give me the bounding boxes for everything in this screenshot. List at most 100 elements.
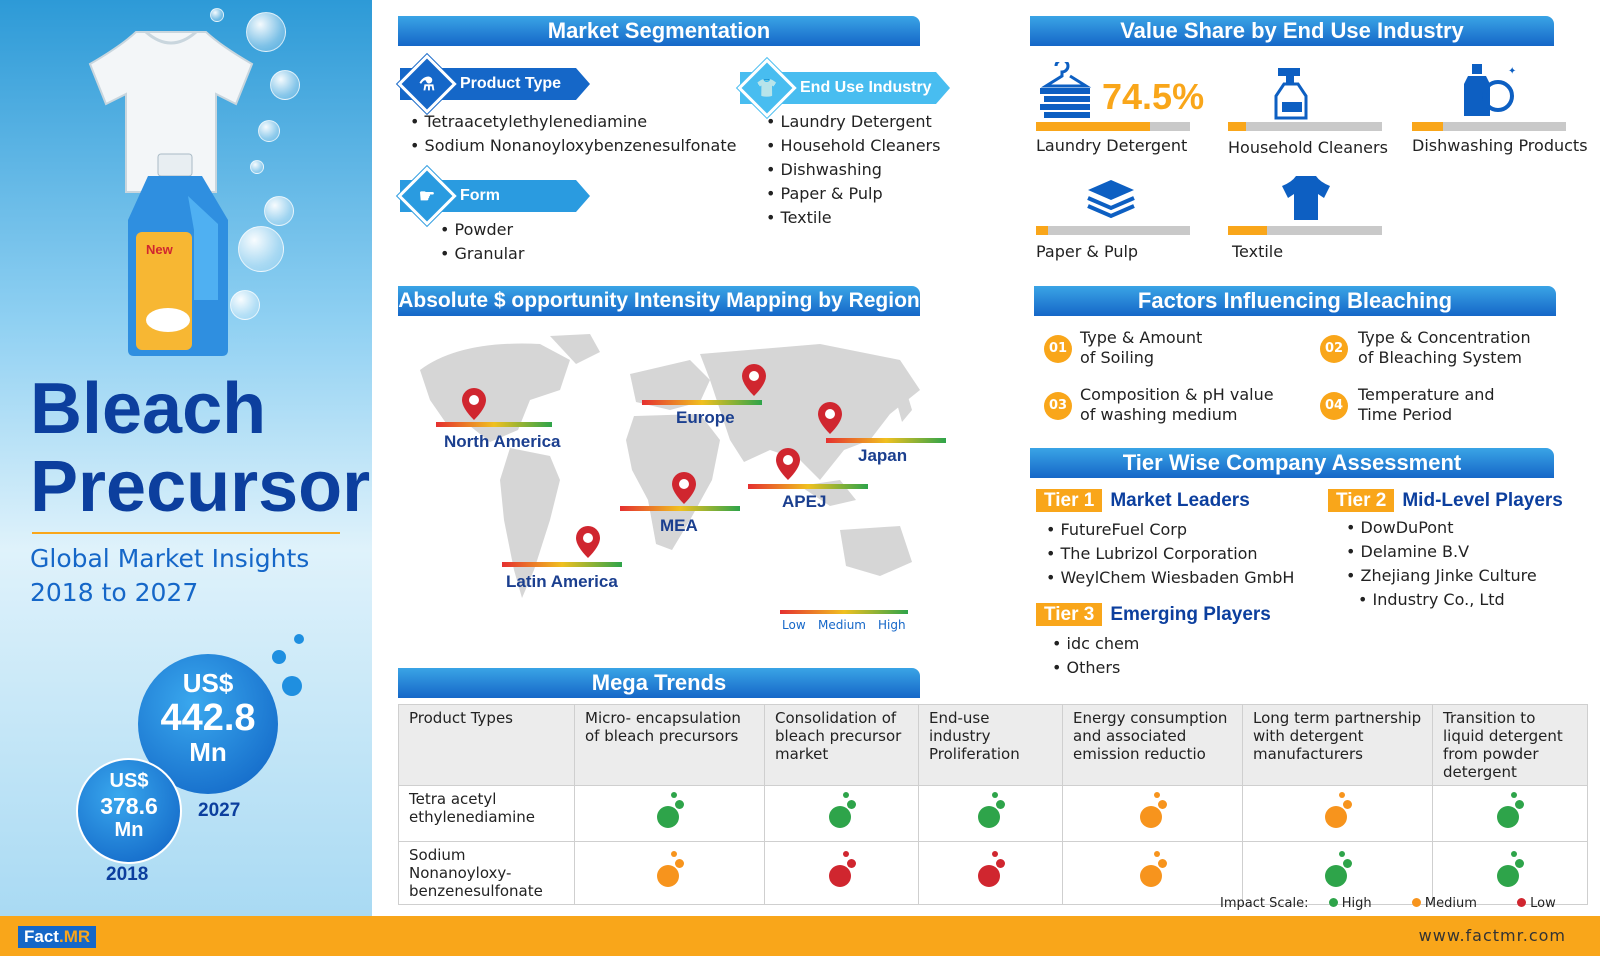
row-label: Tetra acetyl ethylenediamine (398, 785, 575, 842)
dish-soap-icon: ✦ (1464, 64, 1516, 116)
label-dishwashing: Dishwashing Products (1412, 136, 1588, 155)
pin-europe-icon (742, 364, 766, 396)
factors-title: Factors Influencing Bleaching (1034, 286, 1556, 316)
impact-dot-icon (827, 791, 857, 832)
tier-2-list: DowDuPont Delamine B.V Zhejiang Jinke Cu… (1346, 516, 1537, 612)
impact-dot-icon (976, 851, 1006, 891)
intensity-bar-north-america (436, 422, 552, 427)
tiers-title: Tier Wise Company Assessment (1030, 448, 1554, 478)
legend-high: High (878, 618, 906, 632)
table-header: Consolidation of bleach precursor market (764, 704, 919, 786)
hero-title-2: Precursor (30, 447, 371, 527)
tier-1-list: FutureFuel Corp The Lubrizol Corporation… (1046, 518, 1295, 590)
legend-low: Low (782, 618, 806, 632)
region-north-america: North America (444, 432, 561, 451)
hero-subtitle-2: 2018 to 2027 (30, 578, 199, 607)
mega-title: Mega Trends (398, 668, 920, 698)
region-japan: Japan (858, 446, 908, 465)
value-2027-year: 2027 (198, 800, 241, 821)
map-title: Absolute $ opportunity Intensity Mapping… (398, 286, 920, 316)
label-household: Household Cleaners (1228, 138, 1388, 157)
list-item: The Lubrizol Corporation (1046, 542, 1294, 566)
list-item: Sodium Nonanoyloxybenzenesulfonate (410, 134, 737, 158)
form-tag: ☛Form (397, 166, 590, 226)
impact-dot-icon (1323, 791, 1353, 832)
end-use-tag: 👕End Use Industry (737, 58, 950, 118)
label-paper: Paper & Pulp (1036, 242, 1139, 261)
list-item: idc chem (1052, 632, 1140, 656)
impact-dot-icon (976, 791, 1006, 832)
layers-icon (1087, 180, 1135, 219)
tshirt-small-icon (1282, 176, 1330, 220)
factmr-logo: Fact.MR (18, 926, 97, 948)
intensity-bar-latin-america (502, 562, 622, 567)
list-item: Tetraacetylethylenediamine (410, 110, 736, 134)
footer-url[interactable]: www.factmr.com (1418, 926, 1566, 945)
factor-num-2: 02 (1320, 335, 1348, 363)
table-header: Long term partnership with detergent man… (1242, 704, 1433, 786)
product-type-list: Tetraacetylethylenediamine Sodium Nonano… (410, 110, 737, 158)
intensity-bar-europe (642, 400, 762, 405)
impact-dot-icon (1323, 851, 1353, 891)
tshirt-icon (88, 30, 254, 193)
bar-dishwashing (1412, 122, 1566, 131)
bar-household (1228, 122, 1382, 131)
list-item: Others (1052, 656, 1139, 680)
list-item: Laundry Detergent (766, 110, 940, 134)
hero-divider (32, 532, 340, 534)
list-item: Granular (440, 242, 525, 266)
list-item: Dishwashing (766, 158, 940, 182)
legend-bar (780, 610, 908, 614)
list-item: WeylChem Wiesbaden GmbH (1046, 566, 1295, 590)
table-header: End-use industry Proliferation (918, 704, 1063, 786)
table-row: Tetra acetyl ethylenediamine (398, 785, 1588, 842)
table-header: Micro- encapsulation of bleach precursor… (574, 704, 765, 786)
factor-num-4: 04 (1320, 392, 1348, 420)
impact-scale-legend: Impact Scale: High Medium Low (1220, 896, 1556, 911)
value-share-title: Value Share by End Use Industry (1030, 16, 1554, 46)
list-item: Zhejiang Jinke Culture (1346, 564, 1537, 588)
svg-text:✦: ✦ (1508, 66, 1516, 77)
flask-icon: ⚗ (418, 74, 436, 94)
value-2018-year: 2018 (106, 864, 149, 885)
detergent-bottle-icon: New (128, 153, 228, 356)
region-mea: MEA (660, 516, 698, 535)
legend-medium: Medium (818, 618, 866, 632)
list-item: Industry Co., Ltd (1346, 588, 1537, 612)
pin-mea-icon (672, 472, 696, 504)
form-list: Powder Granular (440, 218, 525, 266)
impact-dot-icon (1138, 851, 1168, 891)
factor-num-3: 03 (1044, 392, 1072, 420)
pin-latin-america-icon (576, 526, 600, 558)
impact-dot-icon (1495, 791, 1525, 832)
spray-bottle-icon (1274, 68, 1308, 120)
impact-dot-icon (1138, 791, 1168, 832)
table-header: Product Types (398, 704, 575, 786)
impact-dot-icon (1495, 851, 1525, 891)
product-type-tag: ⚗Product Type (397, 54, 590, 114)
tier-3-list: idc chem Others (1052, 632, 1140, 680)
impact-dot-icon (827, 851, 857, 891)
list-item: Paper & Pulp (766, 182, 940, 206)
hero-panel: New Bleach Precursor Global Market Insig… (0, 0, 372, 916)
region-europe: Europe (676, 408, 735, 427)
table-header-row: Product Types Micro- encapsulation of bl… (398, 704, 1588, 786)
pin-apej-icon (776, 448, 800, 480)
value-share-highlight: 74.5% (1102, 76, 1205, 117)
row-label: Sodium Nonanoyloxy- benzenesulfonate (398, 841, 575, 905)
bottle-new-text: New (146, 242, 174, 257)
shirt-icon: 👕 (755, 78, 779, 98)
segmentation-title: Market Segmentation (398, 16, 920, 46)
pin-north-america-icon (462, 388, 486, 420)
hero-title-1: Bleach (30, 369, 267, 449)
label-textile: Textile (1232, 242, 1284, 261)
value-2018-circle: US$ 378.6 Mn (76, 758, 182, 864)
bar-textile (1228, 226, 1382, 235)
end-use-list: Laundry Detergent Household Cleaners Dis… (766, 110, 941, 230)
laundry-icon (1040, 62, 1092, 118)
table-header: Energy consumption and associated emissi… (1062, 704, 1243, 786)
